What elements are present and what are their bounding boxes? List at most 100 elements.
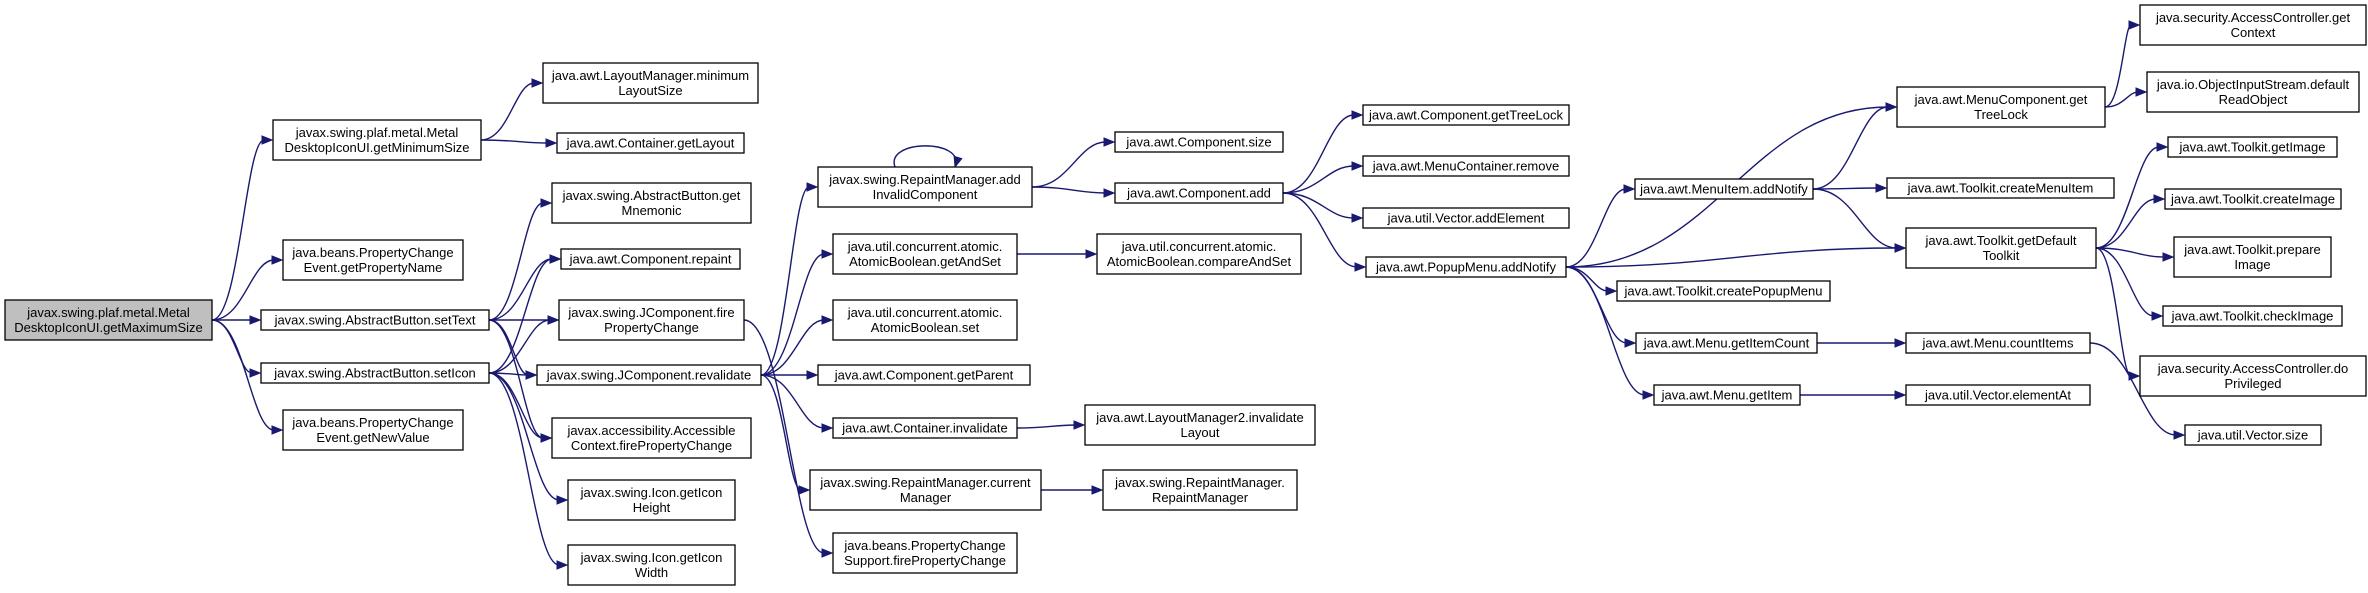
node-mcGetTreeLock[interactable]: java.awt.MenuComponent.getTreeLock bbox=[1896, 86, 2106, 128]
node-box bbox=[2162, 305, 2343, 327]
node-label-line: javax.swing.RepaintManager. bbox=[1114, 475, 1285, 490]
edge-arrowhead bbox=[1605, 286, 1618, 296]
edge-arrowhead bbox=[1894, 243, 1907, 253]
node-menuGetItem[interactable]: java.awt.Menu.getItem bbox=[1653, 384, 1801, 406]
edge-line bbox=[1812, 187, 1879, 190]
node-compRepaint[interactable]: java.awt.Component.repaint bbox=[560, 248, 741, 270]
node-box bbox=[1905, 332, 2091, 354]
edge-line bbox=[1016, 424, 1077, 429]
node-label-line: java.awt.Toolkit.createPopupMenu bbox=[1623, 284, 1822, 299]
node-box bbox=[1905, 384, 2091, 406]
edge-arrowhead bbox=[1894, 338, 1907, 348]
node-label-line: java.awt.Menu.countItems bbox=[1921, 336, 2074, 351]
edge-arrowhead bbox=[2151, 311, 2164, 321]
node-menuGetItemCount[interactable]: java.awt.Menu.getItemCount bbox=[1635, 332, 1818, 354]
node-tkCreatePopup[interactable]: java.awt.Toolkit.createPopupMenu bbox=[1616, 280, 1831, 302]
node-miAddNotify[interactable]: java.awt.MenuItem.addNotify bbox=[1634, 178, 1814, 200]
edge-line bbox=[2089, 342, 2177, 436]
node-tkCheckImage[interactable]: java.awt.Toolkit.checkImage bbox=[2162, 305, 2343, 327]
node-compTreeLock[interactable]: java.awt.Component.getTreeLock bbox=[1362, 104, 1570, 126]
node-compGetParent[interactable]: java.awt.Component.getParent bbox=[817, 364, 1031, 386]
edge-root-to-setText bbox=[211, 315, 262, 325]
node-box bbox=[809, 469, 1042, 511]
edge-jcRevalidate-to-rmCurrent bbox=[760, 374, 811, 495]
node-box bbox=[551, 182, 752, 224]
edge-mcGetTreeLock-to-acGetContext bbox=[2104, 20, 2141, 108]
node-label-line: java.awt.Component.getTreeLock bbox=[1368, 108, 1563, 123]
node-jcFirePC[interactable]: javax.swing.JComponent.firePropertyChang… bbox=[558, 299, 745, 341]
node-mcRemove[interactable]: java.awt.MenuContainer.remove bbox=[1362, 155, 1570, 177]
node-contInvalidate[interactable]: java.awt.Container.invalidate bbox=[832, 417, 1018, 439]
edge-arrowhead bbox=[1885, 102, 1898, 112]
node-pcePropName[interactable]: java.beans.PropertyChangeEvent.getProper… bbox=[282, 239, 464, 281]
node-setText[interactable]: javax.swing.AbstractButton.setText bbox=[260, 309, 490, 331]
edge-rmCurrent-to-rmRM bbox=[1041, 485, 1104, 495]
edge-line bbox=[760, 253, 825, 376]
node-label-line: java.awt.LayoutManager.minimum bbox=[551, 68, 749, 83]
node-label-line: java.awt.Component.getParent bbox=[834, 368, 1014, 383]
edge-arrowhead bbox=[798, 485, 811, 495]
edge-tkGetDefault-to-tkCheckImage bbox=[2095, 247, 2164, 321]
edge-arrowhead bbox=[547, 315, 560, 325]
node-abCompareAndSet[interactable]: java.util.concurrent.atomic.AtomicBoolea… bbox=[1096, 233, 1302, 275]
node-label-line: Event.getPropertyName bbox=[304, 260, 443, 275]
edge-menuGetItemCount-to-menuCountItems bbox=[1817, 338, 1907, 348]
edge-arrowhead bbox=[821, 249, 834, 259]
edge-tkGetDefault-to-tkGetImage bbox=[2095, 142, 2169, 249]
node-menuCountItems[interactable]: java.awt.Menu.countItems bbox=[1905, 332, 2091, 354]
node-box bbox=[551, 417, 752, 459]
node-vecSize[interactable]: java.util.Vector.size bbox=[2184, 424, 2322, 446]
node-label-line: javax.swing.JComponent.revalidate bbox=[546, 368, 752, 383]
edge-setText-to-abGetMnemonic bbox=[488, 198, 553, 321]
node-oisDefaultRead[interactable]: java.io.ObjectInputStream.defaultReadObj… bbox=[2146, 71, 2360, 113]
node-root[interactable]: javax.swing.plaf.metal.MetalDesktopIconU… bbox=[4, 299, 213, 341]
node-accFirePC[interactable]: javax.accessibility.AccessibleContext.fi… bbox=[551, 417, 752, 459]
node-abSet[interactable]: java.util.concurrent.atomic.AtomicBoolea… bbox=[832, 299, 1018, 341]
node-vecElementAt[interactable]: java.util.Vector.elementAt bbox=[1905, 384, 2091, 406]
node-compSize[interactable]: java.awt.Component.size bbox=[1114, 131, 1284, 153]
node-acDoPrivileged[interactable]: java.security.AccessController.doPrivile… bbox=[2139, 355, 2367, 397]
node-rmCurrent[interactable]: javax.swing.RepaintManager.currentManage… bbox=[809, 469, 1042, 511]
node-abGetAndSet[interactable]: java.util.concurrent.atomic.AtomicBoolea… bbox=[832, 233, 1018, 275]
node-jcRevalidate[interactable]: javax.swing.JComponent.revalidate bbox=[536, 364, 762, 386]
node-label-line: javax.swing.Icon.getIcon bbox=[580, 550, 723, 565]
edge-arrowhead bbox=[556, 560, 569, 570]
node-setIcon[interactable]: javax.swing.AbstractButton.setIcon bbox=[260, 362, 490, 384]
node-box bbox=[1362, 207, 1570, 229]
edge-setIcon-to-iconWidth bbox=[488, 372, 569, 570]
node-tkCreateMenuItem[interactable]: java.awt.Toolkit.createMenuItem bbox=[1886, 177, 2115, 199]
node-tkGetImage[interactable]: java.awt.Toolkit.getImage bbox=[2167, 136, 2338, 158]
node-pcsFire[interactable]: java.beans.PropertyChangeSupport.firePro… bbox=[832, 532, 1018, 574]
node-vecAdd[interactable]: java.util.Vector.addElement bbox=[1362, 207, 1570, 229]
edge-line bbox=[2095, 247, 2166, 258]
node-popupAddNotify[interactable]: java.awt.PopupMenu.addNotify bbox=[1365, 256, 1567, 278]
edge-arrowhead bbox=[1894, 390, 1907, 400]
edge-arrowhead bbox=[271, 425, 284, 435]
edge-line bbox=[760, 374, 802, 491]
edge-arrowhead bbox=[2128, 20, 2141, 30]
node-acGetContext[interactable]: java.security.AccessController.getContex… bbox=[2139, 4, 2367, 46]
node-box bbox=[282, 409, 464, 451]
node-rmAddInvalid[interactable]: javax.swing.RepaintManager.addInvalidCom… bbox=[817, 166, 1033, 208]
node-compAdd[interactable]: java.awt.Component.add bbox=[1114, 182, 1284, 204]
node-box bbox=[2164, 188, 2342, 210]
node-getMin[interactable]: javax.swing.plaf.metal.MetalDesktopIconU… bbox=[272, 119, 482, 161]
node-tkCreateImage[interactable]: java.awt.Toolkit.createImage bbox=[2164, 188, 2342, 210]
node-rmRM[interactable]: javax.swing.RepaintManager.RepaintManage… bbox=[1102, 469, 1298, 511]
edge-line bbox=[1031, 186, 1107, 194]
edge-getMin-to-contGetLayout bbox=[480, 138, 558, 148]
edge-arrowhead bbox=[821, 423, 834, 433]
edge-popupAddNotify-to-tkGetDefault bbox=[1565, 243, 1907, 268]
node-pceNewValue[interactable]: java.beans.PropertyChangeEvent.getNewVal… bbox=[282, 409, 464, 451]
node-box bbox=[1362, 155, 1570, 177]
edge-rmAddInvalid-to-rmAddInvalid bbox=[893, 145, 963, 169]
node-contGetLayout[interactable]: java.awt.Container.getLayout bbox=[556, 132, 745, 154]
node-label-line: java.util.Vector.elementAt bbox=[1924, 388, 2071, 403]
